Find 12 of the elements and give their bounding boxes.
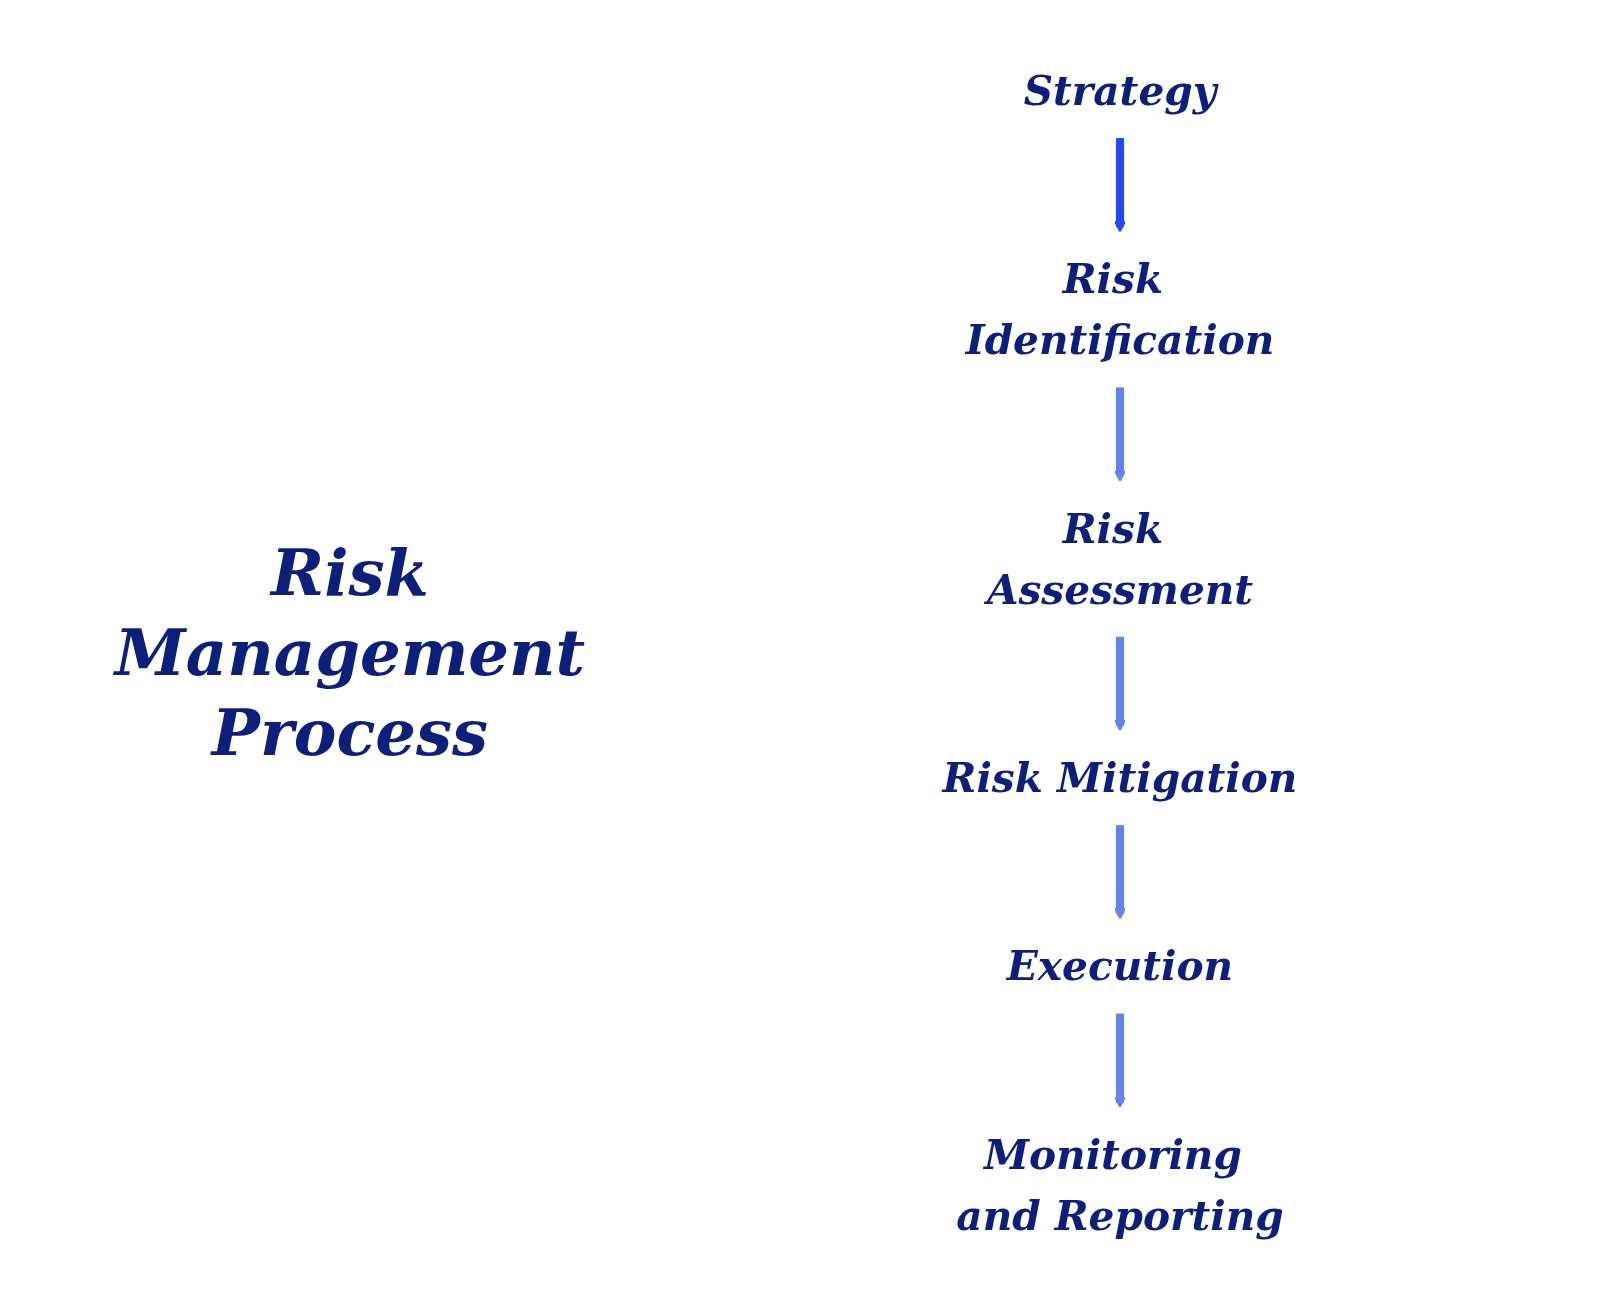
node-text: Risk Mitigation [942,753,1298,802]
arrow [1114,824,1126,920]
arrow [1114,1012,1126,1109]
arrow [1114,636,1126,732]
node-text: Strategy [1023,66,1217,115]
node-text: Risk Assessment [986,504,1254,614]
arrow [1114,386,1126,483]
node-text: Execution [1006,942,1234,990]
node-text: Risk Identification [965,255,1275,364]
diagram-title: Risk Management Process [112,534,587,772]
arrow [1114,137,1126,233]
node-text: Monitoring and Reporting [956,1130,1284,1240]
